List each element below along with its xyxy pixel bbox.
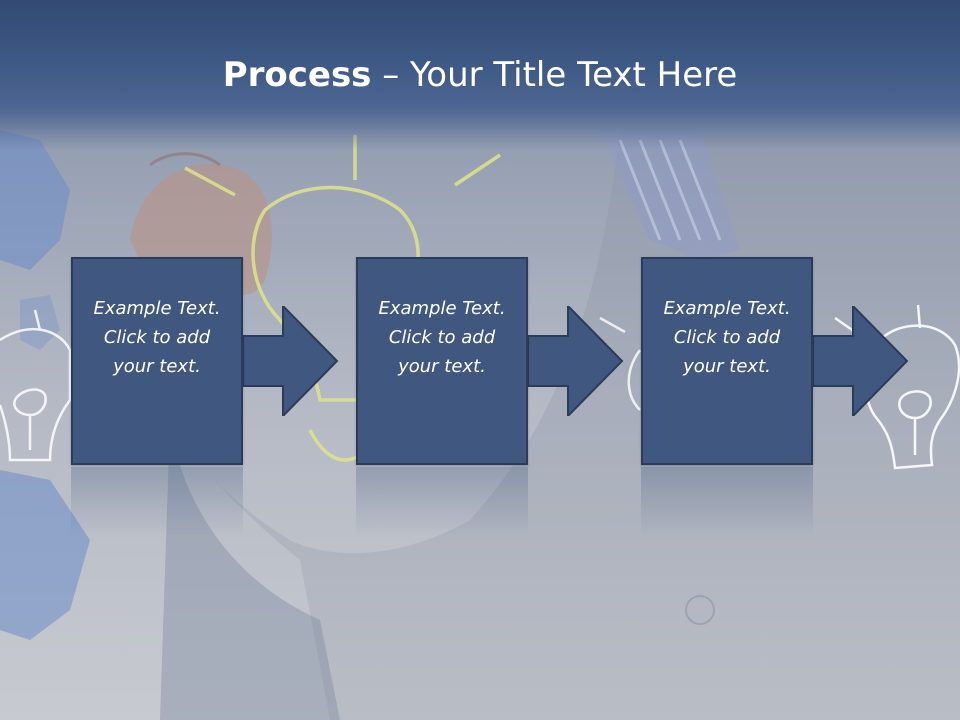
arrow-right-icon [813,306,909,416]
title-rest-part: – Your Title Text Here [371,55,738,95]
title-bold-part: Process [222,55,372,95]
step-box-3[interactable]: Example Text. Click to add your text. [641,257,813,465]
lightbulb-sketch-icon [834,304,960,470]
world-map-silhouette [0,130,90,640]
step-1-reflection [71,467,243,537]
step-3-text[interactable]: Example Text. Click to add your text. [663,297,791,377]
arrow-right-icon [528,306,624,416]
step-box-2[interactable]: Example Text. Click to add your text. [356,257,528,465]
step-2-text[interactable]: Example Text. Click to add your text. [378,297,506,377]
arrow-right-icon [243,306,339,416]
tie [600,130,740,260]
step-3-reflection [641,467,813,537]
title-band [0,0,960,150]
step-1-text[interactable]: Example Text. Click to add your text. [93,297,221,377]
lightbulb-sketch-icon [0,309,72,462]
step-box-1[interactable]: Example Text. Click to add your text. [71,257,243,465]
lightbulb-sketch-icon [599,316,642,411]
slide-title[interactable]: Process – Your Title Text Here [0,52,960,98]
step-2-reflection [356,467,528,537]
